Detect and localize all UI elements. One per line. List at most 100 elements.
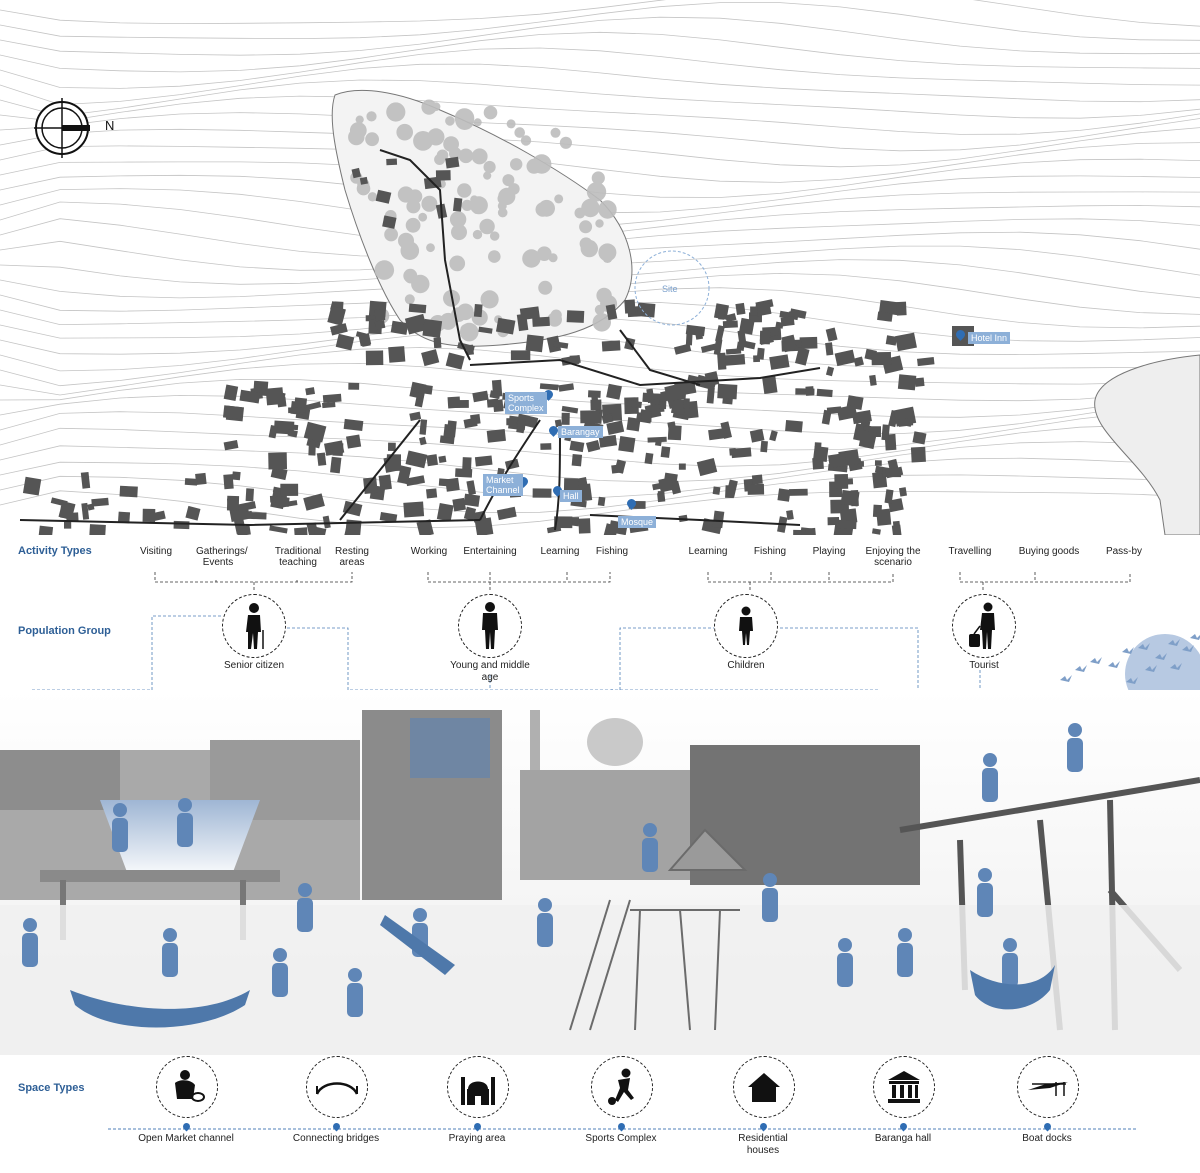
building <box>891 524 903 535</box>
space-residential-houses[interactable] <box>733 1056 795 1118</box>
building <box>287 429 298 438</box>
population-young-middle-age[interactable] <box>458 594 522 658</box>
building <box>678 463 686 470</box>
building <box>641 411 652 422</box>
building <box>718 309 725 320</box>
building <box>606 420 625 435</box>
building <box>332 442 344 457</box>
building <box>751 474 763 485</box>
space-open-market-channel-label: Open Market channel <box>138 1133 234 1144</box>
tree <box>480 290 499 309</box>
person-body <box>112 818 128 852</box>
building <box>269 525 288 534</box>
building <box>780 316 795 327</box>
marker-sports-complex[interactable]: Sports Complex <box>505 392 547 414</box>
person-head <box>163 928 177 942</box>
building <box>737 330 747 348</box>
activity-learning-children: Learning <box>688 546 728 557</box>
tree <box>396 123 414 141</box>
marker-mosque[interactable]: Mosque <box>618 516 657 528</box>
tree <box>506 119 516 129</box>
tree <box>483 171 492 180</box>
boat <box>70 990 250 1028</box>
person-head <box>23 918 37 932</box>
building <box>729 447 737 456</box>
building <box>303 421 327 443</box>
building <box>414 383 433 395</box>
space-boat-docks[interactable] <box>1017 1056 1079 1118</box>
building <box>554 419 562 428</box>
building <box>717 352 727 370</box>
bird <box>1138 643 1150 650</box>
building <box>405 475 425 487</box>
mosque-icon <box>461 1077 495 1105</box>
contour-line <box>0 490 1200 529</box>
building <box>814 442 822 451</box>
building <box>685 332 693 346</box>
tree <box>538 280 553 295</box>
building <box>280 483 299 496</box>
tree <box>449 147 462 160</box>
building <box>22 476 42 496</box>
building <box>717 383 738 400</box>
kayak <box>380 915 455 975</box>
marker-hotel-inn[interactable]: Hotel Inn <box>968 332 1011 344</box>
building <box>435 170 451 181</box>
tree <box>473 118 482 127</box>
building <box>884 489 894 504</box>
building <box>439 435 455 445</box>
building <box>303 401 322 412</box>
tree <box>445 116 455 126</box>
marker-hall[interactable]: Hall <box>560 490 582 502</box>
building <box>871 351 892 366</box>
space-baranga-hall[interactable] <box>873 1056 935 1118</box>
marker-barangay[interactable]: Barangay <box>558 426 603 438</box>
tree <box>514 127 525 138</box>
space-connecting-bridges-label: Connecting bridges <box>292 1133 380 1144</box>
tree <box>471 148 488 165</box>
activity-buying-goods: Buying goods <box>1018 546 1080 557</box>
building <box>724 353 746 366</box>
space-open-market-channel[interactable] <box>156 1056 218 1118</box>
marker-market-channel[interactable]: Market Channel <box>483 474 523 496</box>
population-tourist[interactable] <box>952 594 1016 658</box>
building <box>799 336 818 349</box>
activity-fishing-young: Fishing <box>595 546 629 557</box>
space-praying-area[interactable] <box>447 1056 509 1118</box>
building <box>408 303 427 314</box>
building <box>335 333 355 351</box>
building <box>670 397 687 416</box>
building <box>561 354 581 366</box>
building <box>558 383 575 392</box>
population-senior-citizen[interactable] <box>222 594 286 658</box>
person-body <box>977 883 993 917</box>
building <box>486 429 506 443</box>
building <box>486 398 499 408</box>
building <box>433 337 442 349</box>
building <box>519 306 540 321</box>
building <box>762 375 778 395</box>
building <box>64 521 72 529</box>
building <box>379 512 398 523</box>
tree <box>508 183 520 195</box>
building <box>700 342 721 353</box>
buildings <box>22 156 974 535</box>
building <box>305 387 316 396</box>
tree <box>404 294 415 305</box>
building <box>912 431 927 445</box>
building <box>231 471 241 481</box>
tree <box>472 229 483 240</box>
building <box>769 354 790 370</box>
population-tourist-label: Tourist <box>969 660 999 671</box>
building <box>858 429 877 450</box>
building <box>712 486 721 495</box>
tree <box>602 253 613 263</box>
building <box>561 405 579 414</box>
space-sports-complex[interactable] <box>591 1056 653 1118</box>
contour-line <box>0 63 1200 106</box>
tree <box>550 127 561 138</box>
person-head <box>983 753 997 767</box>
building <box>87 503 95 511</box>
space-connecting-bridges[interactable] <box>306 1056 368 1118</box>
population-children[interactable] <box>714 594 778 658</box>
